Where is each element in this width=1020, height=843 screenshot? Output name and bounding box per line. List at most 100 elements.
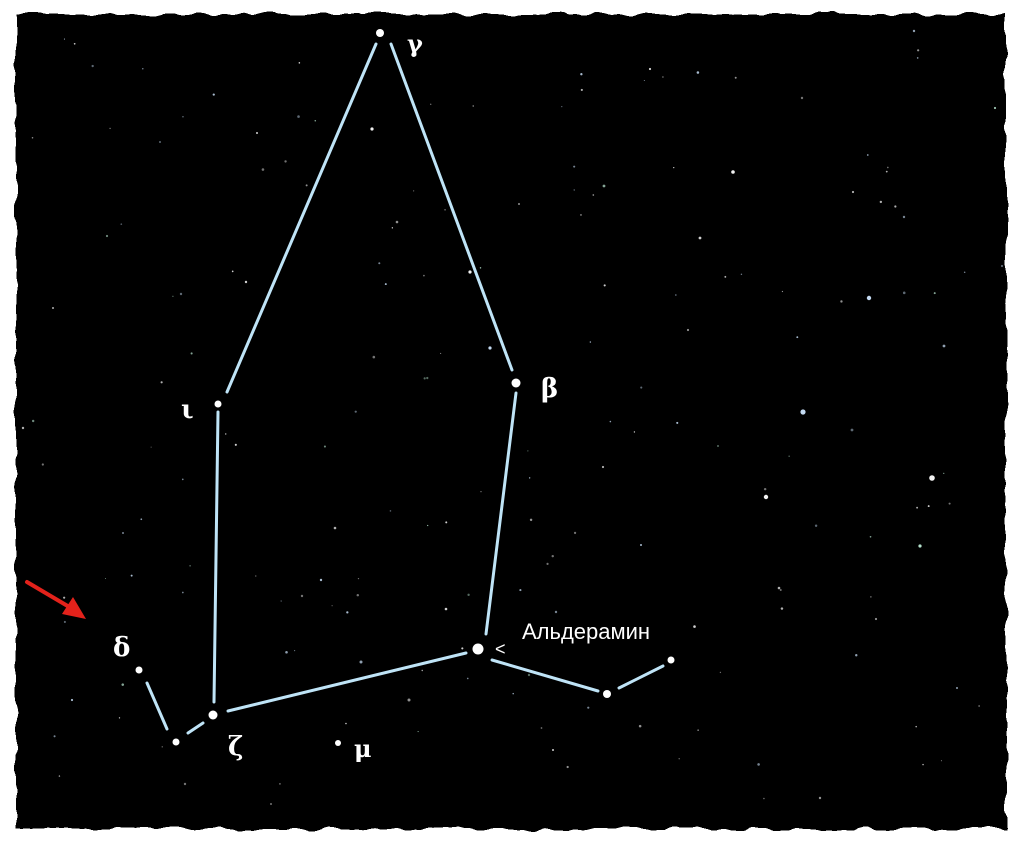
background-star bbox=[902, 215, 906, 219]
background-star bbox=[698, 236, 702, 240]
background-star bbox=[724, 275, 727, 278]
background-star bbox=[527, 673, 531, 677]
label-delta: δ bbox=[113, 633, 130, 663]
star-zeta bbox=[208, 710, 218, 720]
background-star bbox=[840, 300, 843, 303]
line-delta-epsilon bbox=[145, 681, 169, 731]
background-star bbox=[280, 600, 282, 602]
background-star bbox=[554, 610, 558, 614]
background-star bbox=[52, 307, 54, 309]
background-star bbox=[294, 650, 296, 652]
line-alderamin-east bbox=[490, 658, 600, 693]
background-star bbox=[160, 381, 163, 384]
background-star bbox=[105, 234, 109, 238]
background-star bbox=[261, 168, 265, 171]
background-star bbox=[602, 184, 606, 188]
background-star bbox=[603, 284, 606, 287]
background-star bbox=[421, 669, 423, 672]
background-star bbox=[417, 731, 419, 733]
background-star bbox=[851, 190, 855, 194]
star-gamma bbox=[376, 29, 384, 37]
background-star bbox=[573, 165, 576, 168]
background-star bbox=[587, 706, 590, 709]
label-gamma: γ bbox=[407, 29, 423, 58]
background-star bbox=[940, 760, 942, 762]
background-star bbox=[190, 352, 193, 355]
background-star bbox=[224, 433, 227, 435]
background-star bbox=[963, 271, 966, 274]
background-star bbox=[461, 647, 464, 650]
background-star bbox=[552, 749, 554, 751]
background-star bbox=[118, 717, 121, 719]
background-star bbox=[686, 328, 690, 332]
alderamin-name: Альдерамин bbox=[522, 619, 650, 644]
background-star bbox=[956, 687, 958, 689]
background-star bbox=[356, 593, 360, 597]
background-star bbox=[922, 763, 924, 766]
label-mu: μ bbox=[354, 734, 372, 763]
background-star bbox=[407, 698, 411, 702]
background-star bbox=[159, 141, 161, 143]
background-star bbox=[912, 29, 916, 33]
background-star bbox=[885, 170, 888, 173]
background-star bbox=[638, 724, 642, 728]
background-star bbox=[662, 76, 664, 78]
background-star bbox=[423, 377, 426, 380]
background-star bbox=[346, 611, 349, 614]
background-star bbox=[297, 115, 300, 118]
background-star bbox=[818, 796, 822, 800]
background-star bbox=[333, 526, 337, 530]
background-star bbox=[519, 589, 522, 592]
background-star bbox=[161, 746, 163, 748]
background-star bbox=[130, 574, 133, 577]
background-star bbox=[527, 450, 529, 452]
background-star bbox=[917, 49, 920, 52]
background-star bbox=[696, 71, 700, 74]
star-iota bbox=[214, 400, 222, 408]
background-star bbox=[305, 184, 308, 187]
background-star bbox=[183, 782, 187, 786]
background-star bbox=[866, 154, 869, 156]
background-star bbox=[942, 344, 946, 348]
background-star bbox=[122, 532, 124, 534]
background-star bbox=[879, 200, 883, 204]
background-star bbox=[234, 443, 237, 446]
background-star bbox=[566, 765, 569, 769]
background-star bbox=[763, 494, 769, 500]
star-epsilon bbox=[172, 738, 180, 746]
background-star bbox=[734, 76, 737, 79]
background-star bbox=[444, 209, 446, 211]
background-star bbox=[63, 620, 66, 623]
background-star bbox=[850, 428, 854, 432]
background-star bbox=[423, 274, 425, 277]
red-arrow-icon bbox=[25, 580, 86, 619]
background-star bbox=[814, 524, 818, 527]
line-beta-alderamin bbox=[484, 391, 518, 636]
background-star bbox=[573, 531, 577, 535]
background-star bbox=[693, 625, 696, 628]
background-star bbox=[779, 589, 782, 592]
background-star bbox=[142, 68, 144, 70]
background-star bbox=[70, 698, 74, 702]
background-star bbox=[540, 727, 543, 729]
background-star bbox=[609, 420, 612, 423]
background-star bbox=[528, 477, 531, 479]
alderamin-pointer: < bbox=[495, 639, 506, 659]
background-star bbox=[916, 57, 919, 59]
background-star bbox=[41, 463, 44, 466]
label-zeta: ζ bbox=[228, 732, 243, 762]
background-star bbox=[298, 62, 301, 64]
background-star bbox=[109, 127, 111, 130]
background-star bbox=[181, 478, 184, 481]
background-star bbox=[323, 445, 327, 448]
background-star bbox=[73, 42, 76, 45]
background-star bbox=[580, 88, 583, 91]
background-star bbox=[673, 167, 675, 169]
star-beta bbox=[511, 378, 521, 388]
background-star bbox=[479, 267, 482, 269]
star-alderamin bbox=[472, 643, 484, 655]
background-star bbox=[488, 346, 492, 350]
background-star bbox=[918, 544, 922, 548]
background-star bbox=[601, 465, 605, 469]
